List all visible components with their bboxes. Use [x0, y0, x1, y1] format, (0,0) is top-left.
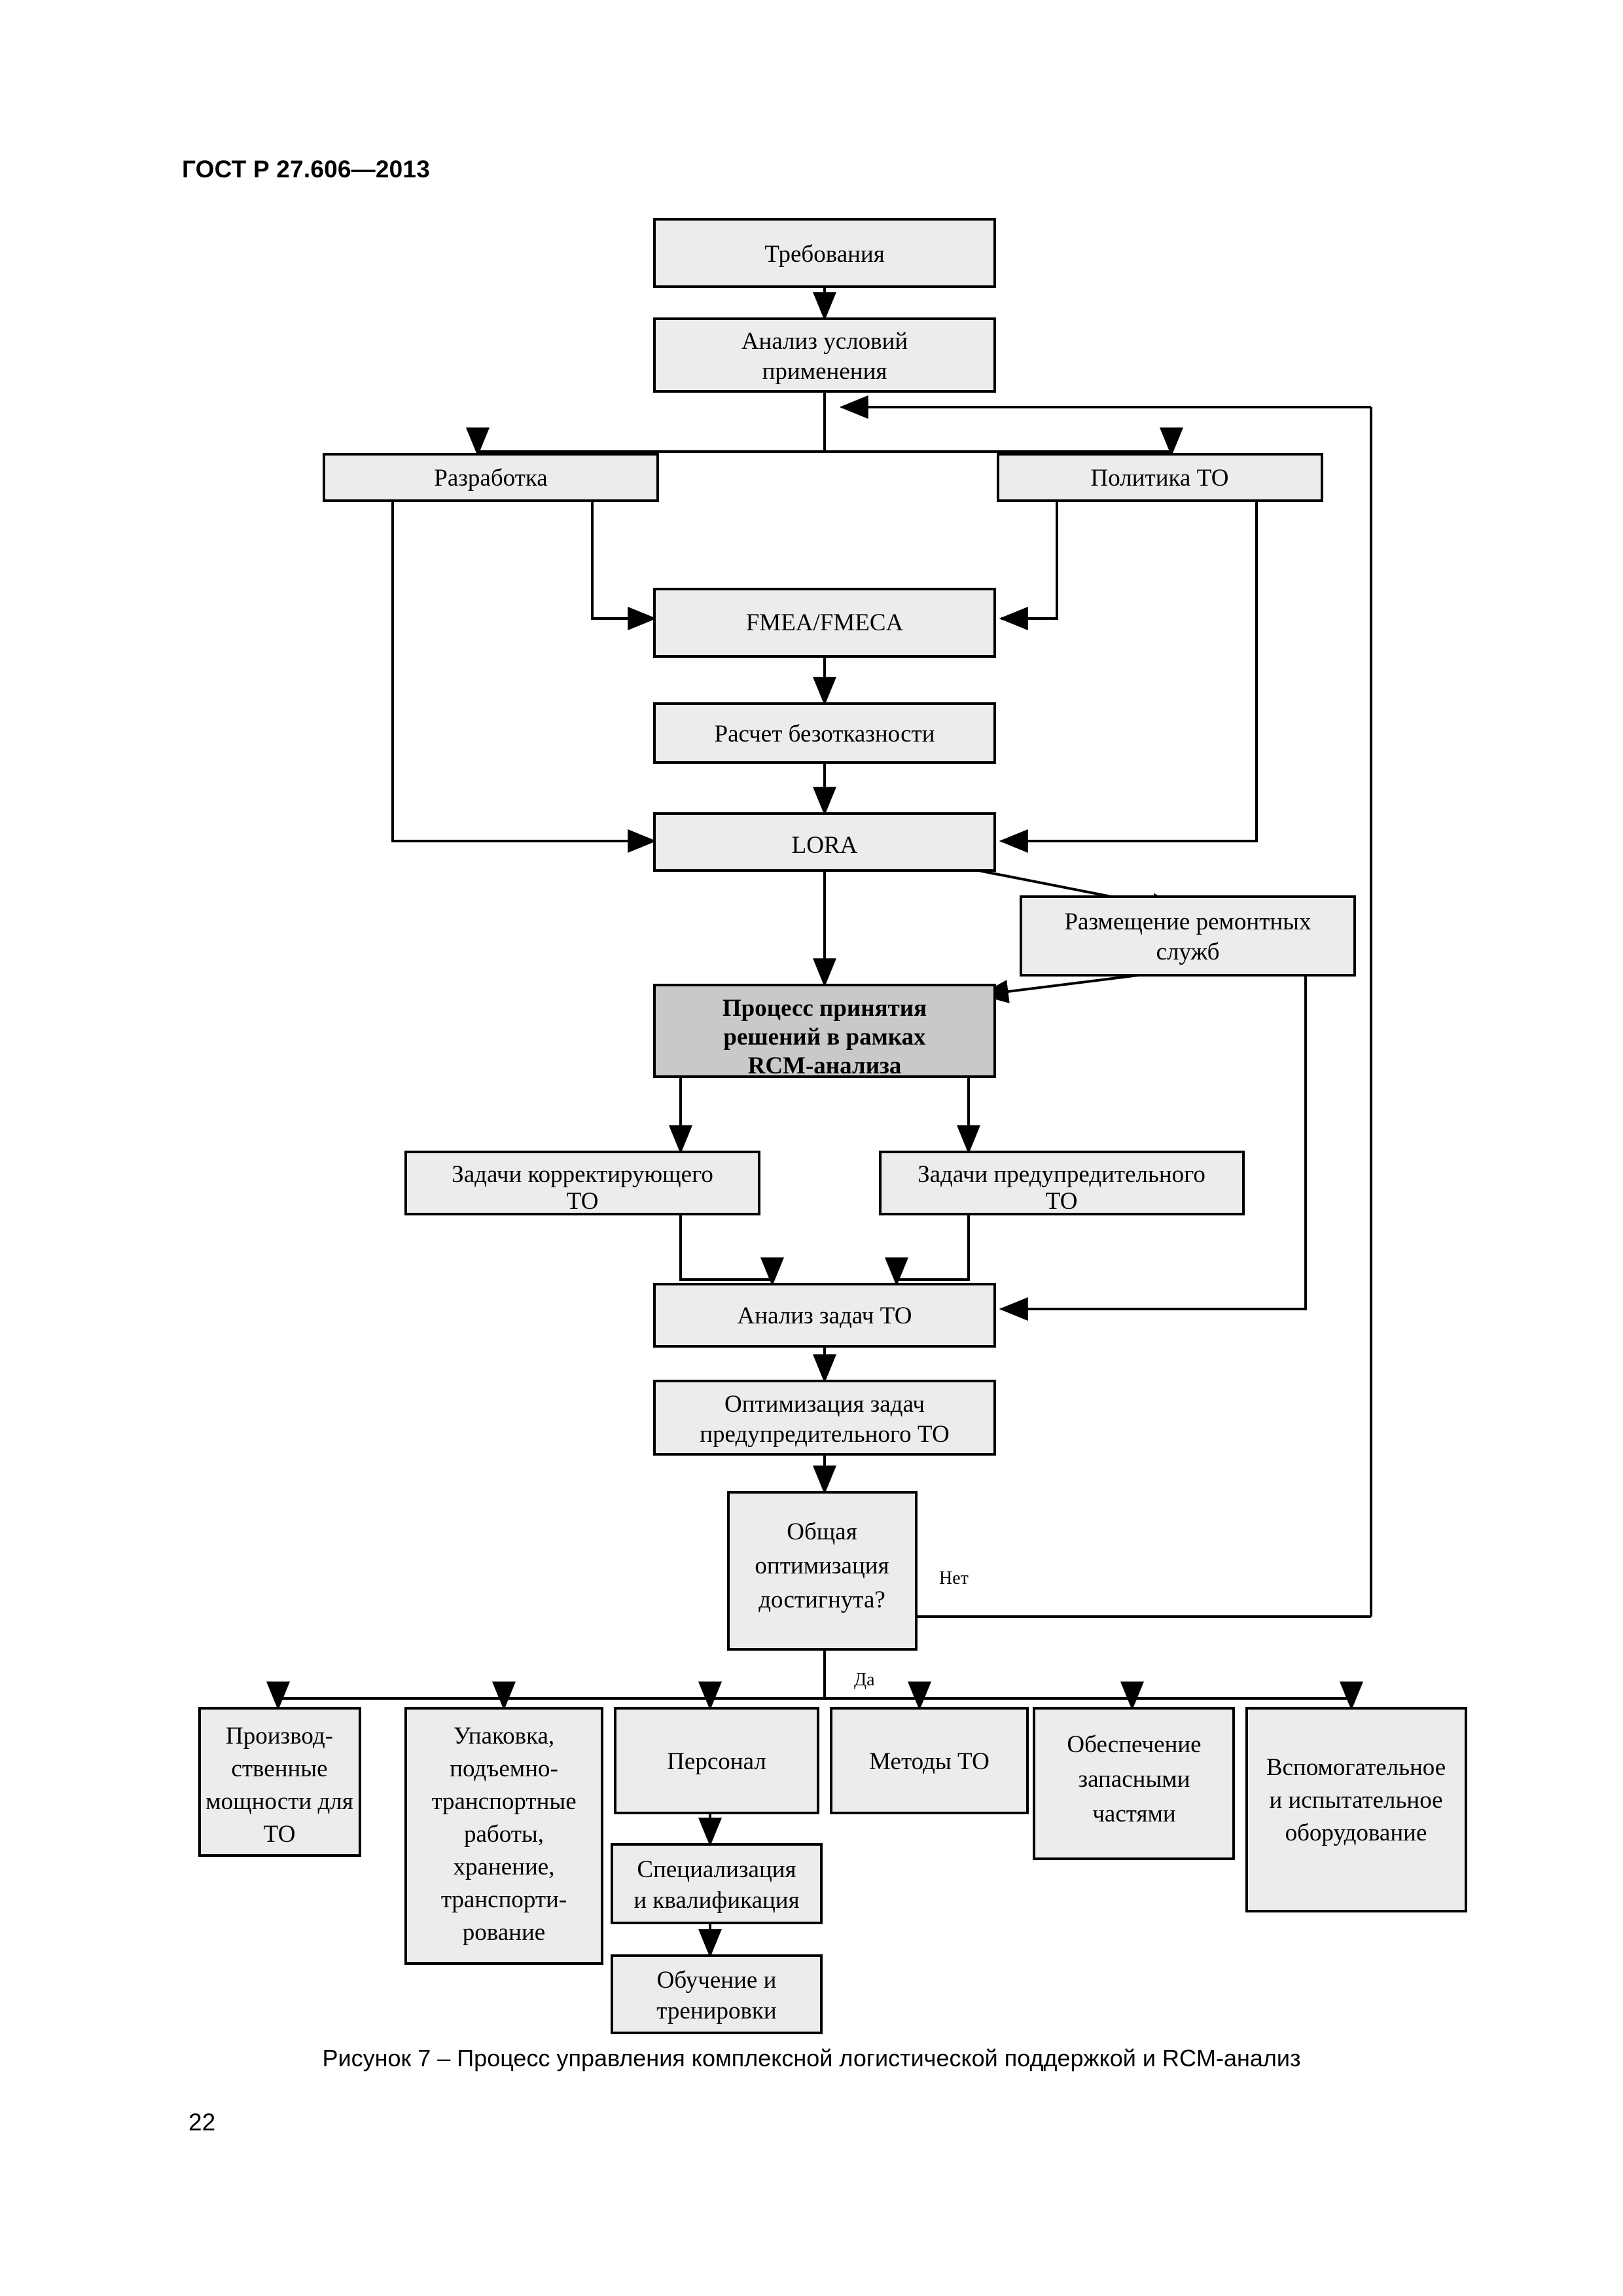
node-optimization-line2: предупредительного ТО: [700, 1421, 950, 1448]
node-usage-analysis-line1: Анализ условий: [741, 328, 908, 355]
node-repair-location-line2: служб: [1156, 939, 1220, 965]
node-usage-analysis[interactable]: Анализ условий применения: [653, 317, 996, 393]
edge-policy-lora: [999, 501, 1258, 853]
node-spares[interactable]: Обеспечение запасными частями: [1033, 1707, 1235, 1860]
node-overall-check-line3: достигнута?: [758, 1587, 885, 1613]
node-rcm-decision-line1: Процесс принятия: [722, 995, 927, 1022]
node-lora-label: LORA: [792, 832, 858, 859]
node-facilities-line3: мощности для: [205, 1788, 353, 1815]
node-training-line2: тренировки: [656, 1998, 776, 2024]
edge-preventive-taskanalysis: [885, 1214, 970, 1287]
node-lora[interactable]: LORA: [653, 812, 996, 872]
node-preventive[interactable]: Задачи предупредительного ТО: [879, 1151, 1245, 1215]
node-rcm-decision-line3: RCM-анализа: [748, 1052, 902, 1079]
node-qualification-line2: и квалификация: [633, 1887, 799, 1914]
node-support-equip[interactable]: Вспомогательное и испытательное оборудов…: [1245, 1707, 1467, 1912]
page-title: ГОСТ Р 27.606—2013: [182, 156, 430, 183]
node-spares-line2: запасными: [1078, 1766, 1190, 1793]
node-rcm-decision-line2: решений в рамках: [723, 1024, 926, 1050]
node-rcm-decision[interactable]: Процесс принятия решений в рамках RCM-ан…: [653, 984, 996, 1079]
node-corrective-line1: Задачи корректирующего: [452, 1161, 713, 1188]
node-requirements[interactable]: Требования: [653, 218, 996, 288]
node-packaging-line5: хранение,: [454, 1854, 555, 1880]
node-maint-policy-label: Политика ТО: [1091, 465, 1229, 492]
node-repair-location[interactable]: Размещение ремонтных служб: [1020, 895, 1356, 977]
node-preventive-line2: ТО: [1046, 1188, 1078, 1215]
node-methods-label: Методы ТО: [869, 1748, 990, 1775]
node-optimization[interactable]: Оптимизация задач предупредительного ТО: [653, 1380, 996, 1456]
node-maint-policy[interactable]: Политика ТО: [997, 453, 1323, 502]
node-repair-location-line1: Размещение ремонтных: [1064, 908, 1311, 935]
node-personnel-label: Персонал: [667, 1748, 766, 1775]
figure-caption: Рисунок 7 – Процесс управления комплексн…: [322, 2045, 1301, 2072]
node-qualification-line1: Специализация: [637, 1856, 796, 1883]
edge-corrective-taskanalysis: [679, 1214, 784, 1287]
node-overall-check-line1: Общая: [787, 1518, 857, 1545]
edge-development-fmea: [591, 501, 657, 630]
node-development-label: Разработка: [434, 465, 547, 492]
node-training-line1: Обучение и: [657, 1967, 777, 1994]
node-corrective-line2: ТО: [567, 1188, 599, 1215]
node-task-analysis-label: Анализ задач ТО: [738, 1302, 912, 1329]
edge-repair-taskanalysis: [999, 975, 1307, 1321]
node-development[interactable]: Разработка: [323, 453, 659, 502]
node-packaging-line2: подъемно-: [450, 1755, 558, 1782]
node-facilities-line2: ственные: [231, 1755, 327, 1782]
node-facilities-line1: Производ-: [226, 1723, 333, 1749]
node-optimization-line1: Оптимизация задач: [724, 1391, 925, 1418]
node-facilities-line4: ТО: [264, 1821, 296, 1848]
node-personnel[interactable]: Персонал: [614, 1707, 819, 1814]
edge-label-yes: Да: [854, 1670, 875, 1690]
node-fmea-label: FMEA/FMECA: [746, 609, 904, 636]
node-overall-check[interactable]: Общая оптимизация достигнута?: [727, 1491, 918, 1651]
node-packaging-line4: работы,: [464, 1821, 544, 1848]
node-reliability[interactable]: Расчет безотказности: [653, 702, 996, 764]
edge-development-lora: [391, 501, 657, 853]
edge-policy-fmea: [999, 501, 1058, 630]
node-facilities[interactable]: Производ- ственные мощности для ТО: [198, 1707, 361, 1857]
node-reliability-label: Расчет безотказности: [715, 721, 935, 747]
node-packaging-line6: транспорти-: [441, 1886, 567, 1913]
node-support-equip-line2: и испытательное: [1269, 1787, 1442, 1814]
connectors: [266, 287, 1372, 1958]
node-training[interactable]: Обучение и тренировки: [611, 1954, 823, 2034]
node-spares-line3: частями: [1092, 1801, 1175, 1827]
node-packaging-line7: рование: [463, 1919, 545, 1946]
node-packaging-line3: транспортные: [431, 1788, 576, 1815]
node-support-equip-line3: оборудование: [1285, 1820, 1427, 1846]
node-spares-line1: Обеспечение: [1067, 1731, 1201, 1758]
node-usage-analysis-line2: применения: [762, 358, 887, 385]
page-number: 22: [188, 2109, 216, 2136]
node-overall-check-line2: оптимизация: [755, 1552, 889, 1579]
edge-label-no: Нет: [939, 1568, 969, 1588]
node-support-equip-line1: Вспомогательное: [1266, 1754, 1446, 1781]
node-fmea[interactable]: FMEA/FMECA: [653, 588, 996, 658]
node-qualification[interactable]: Специализация и квалификация: [611, 1843, 823, 1924]
node-methods[interactable]: Методы ТО: [830, 1707, 1029, 1814]
node-packaging[interactable]: Упаковка, подъемно- транспортные работы,…: [404, 1707, 603, 1965]
node-requirements-label: Требования: [764, 241, 884, 268]
node-corrective[interactable]: Задачи корректирующего ТО: [404, 1151, 760, 1215]
node-packaging-line1: Упаковка,: [454, 1723, 554, 1749]
node-task-analysis[interactable]: Анализ задач ТО: [653, 1283, 996, 1348]
node-preventive-line1: Задачи предупредительного: [918, 1161, 1205, 1188]
